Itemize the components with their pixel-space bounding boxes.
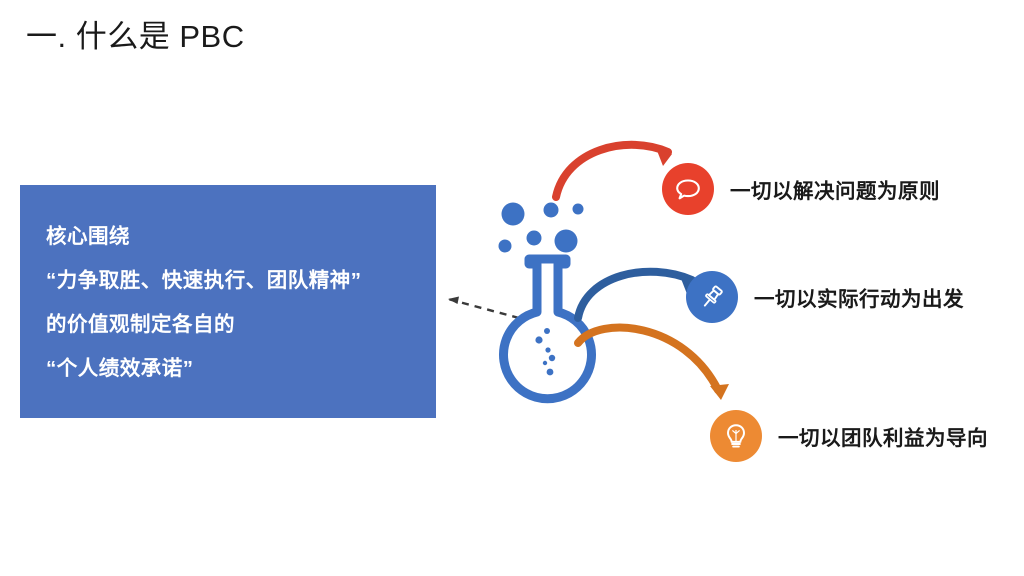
page-title: 一. 什么是 PBC xyxy=(26,19,245,54)
core-box-line-4: “个人绩效承诺” xyxy=(46,357,194,380)
lightbulb-badge xyxy=(710,410,762,462)
dashed-connector-arrow xyxy=(447,296,520,320)
pushpin-badge xyxy=(686,271,738,323)
core-box-line-1: 核心围绕 xyxy=(46,225,130,248)
speech-bubble-badge xyxy=(662,163,714,215)
feature-row-principle: 一切以解决问题为原则 xyxy=(662,163,940,215)
core-value-callout-box: 核心围绕 “力争取胜、快速执行、团队精神” 的价值观制定各自的 “个人绩效承诺” xyxy=(20,185,436,418)
feature-label-action: 一切以实际行动为出发 xyxy=(754,288,964,311)
core-box-line-3: 的价值观制定各自的 xyxy=(46,313,235,336)
feature-label-team: 一切以团队利益为导向 xyxy=(778,427,988,450)
arrow-to-feature-1 xyxy=(574,267,696,322)
speech-bubble-icon xyxy=(676,179,700,200)
conical-flask-icon xyxy=(499,254,596,404)
lightbulb-icon xyxy=(727,424,745,448)
arrow-to-feature-2 xyxy=(574,323,729,400)
feature-row-action: 一切以实际行动为出发 xyxy=(686,271,964,323)
arrow-to-feature-0 xyxy=(552,140,672,201)
flask-bubbles xyxy=(498,202,584,253)
pushpin-icon xyxy=(703,285,723,307)
feature-label-principle: 一切以解决问题为原则 xyxy=(730,180,940,203)
core-box-line-2: “力争取胜、快速执行、团队精神” xyxy=(46,269,362,292)
feature-row-team: 一切以团队利益为导向 xyxy=(710,410,988,462)
